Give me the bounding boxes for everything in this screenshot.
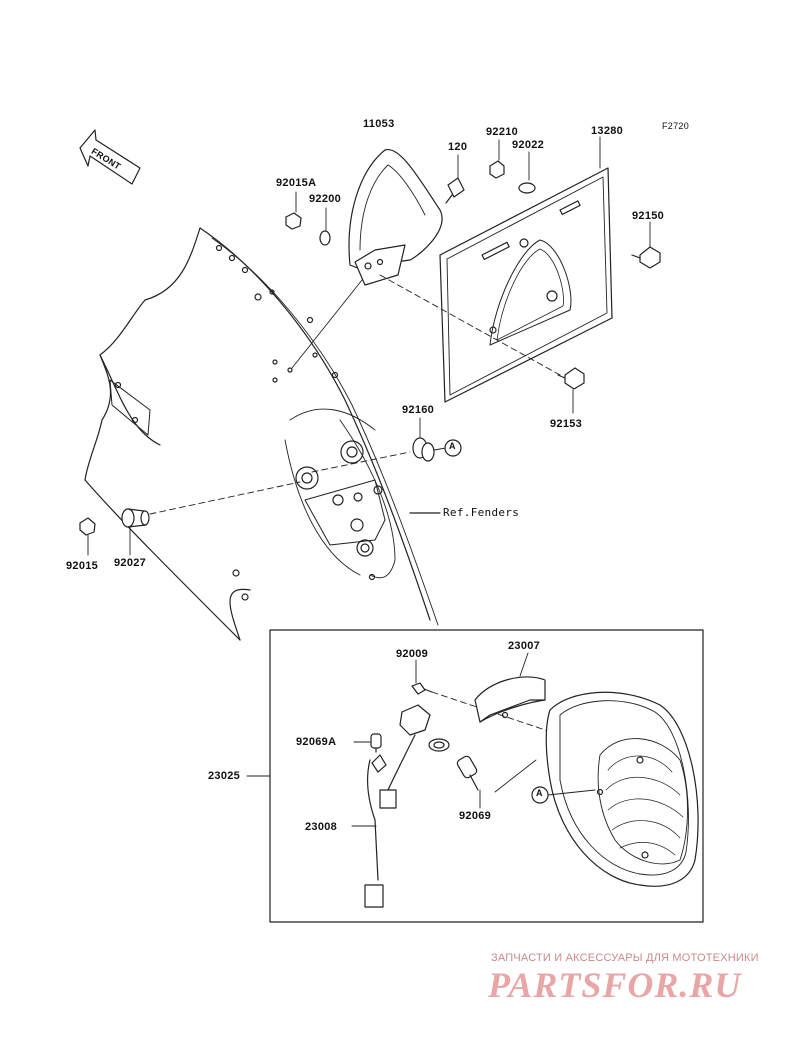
part-label-92160: 92160 xyxy=(402,404,435,416)
watermark-tagline: ЗАПЧАСТИ И АКСЕССУАРЫ ДЛЯ МОТОТЕХНИКИ xyxy=(491,952,759,964)
bulb-92069a xyxy=(370,733,382,753)
part-label-11053: 11053 xyxy=(363,118,395,130)
part-label-120: 120 xyxy=(448,141,468,153)
front-arrow-icon xyxy=(79,129,141,185)
reference-fenders: Ref.Fenders xyxy=(443,506,520,519)
part-label-92150: 92150 xyxy=(632,210,665,222)
part-label-92022: 92022 xyxy=(512,139,545,151)
part-label-23008: 23008 xyxy=(305,821,338,833)
part-label-92015a: 92015A xyxy=(276,177,317,189)
marker-a-top xyxy=(444,439,462,457)
bolt-92153 xyxy=(557,367,585,390)
part-label-13280: 13280 xyxy=(591,125,624,137)
nut-92210 xyxy=(489,160,505,179)
part-label-92069a: 92069A xyxy=(296,736,337,748)
license-bracket xyxy=(348,149,443,286)
socket-harness-23008 xyxy=(364,704,431,908)
bulb-92069 xyxy=(456,755,479,791)
part-label-92200: 92200 xyxy=(309,193,342,205)
collar-92027 xyxy=(121,508,150,528)
washer-92200 xyxy=(319,230,331,246)
part-label-92009: 92009 xyxy=(396,648,429,660)
bolt-92150 xyxy=(631,246,661,269)
nut-92015a xyxy=(285,212,302,230)
part-label-92210: 92210 xyxy=(486,126,519,138)
bolt-120 xyxy=(445,177,465,204)
lens-23007 xyxy=(474,676,546,723)
part-label-23025: 23025 xyxy=(208,770,241,782)
grommet-92160 xyxy=(412,437,435,462)
part-label-92069: 92069 xyxy=(459,810,492,822)
watermark-logo: PARTSFOR.RU xyxy=(488,965,742,1005)
marker-a-bottom xyxy=(531,786,549,804)
part-label-92015: 92015 xyxy=(66,560,99,572)
part-label-92153: 92153 xyxy=(550,418,583,430)
washer-92022 xyxy=(518,182,536,194)
part-label-92027: 92027 xyxy=(114,557,147,569)
figure-code: F2720 xyxy=(662,121,690,131)
taillight-housing xyxy=(545,691,699,887)
gasket-ring xyxy=(428,738,450,752)
nut-92015 xyxy=(79,517,96,536)
license-plate xyxy=(439,167,613,403)
fender-outline xyxy=(84,227,441,641)
marker-a-top-label: A xyxy=(449,441,456,451)
screw-92009 xyxy=(411,682,433,695)
part-label-23007: 23007 xyxy=(508,640,541,652)
marker-a-bottom-label: A xyxy=(536,788,543,798)
